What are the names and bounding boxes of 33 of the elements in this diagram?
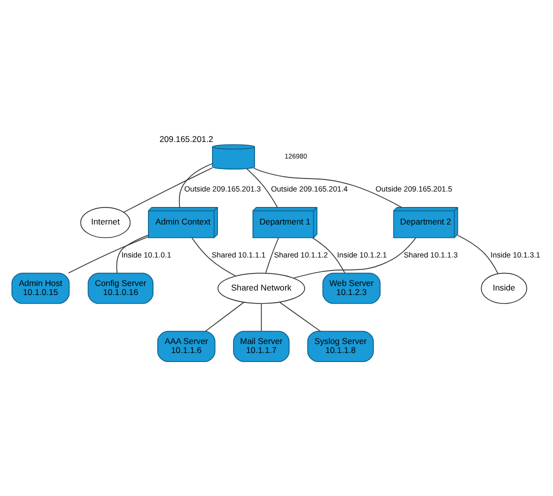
edge-label: Shared 10.1.1.1: [212, 250, 266, 259]
edge-label: Inside 10.1.3.1: [490, 250, 540, 259]
node-box: Syslog Server 10.1.1.8: [307, 330, 374, 362]
node-ellipse: Shared Network: [218, 272, 306, 304]
connector: [265, 236, 279, 273]
connector: [68, 236, 149, 273]
connector: [205, 301, 244, 332]
node-box: AAA Server 10.1.1.6: [157, 330, 216, 362]
connector: [123, 166, 213, 212]
connector: [293, 237, 416, 278]
connector: [253, 167, 402, 208]
node-box: Mail Server 10.1.1.7: [233, 330, 290, 362]
node-ellipse: Internet: [80, 206, 131, 238]
edge-label: Outside 209.165.201.5: [376, 184, 452, 194]
connector: [260, 302, 262, 331]
edge-label: Shared 10.1.1.3: [404, 250, 458, 259]
connector: [192, 237, 236, 276]
edge-label: Outside 209.165.201.4: [271, 184, 348, 194]
connector: [116, 234, 149, 273]
edge-label: Inside 10.1.2.1: [337, 250, 387, 259]
connector: [312, 236, 346, 273]
node-ellipse: Inside: [480, 272, 528, 304]
connector: [178, 162, 213, 207]
edge-label: Outside 209.165.201.3: [184, 184, 261, 194]
edge-label: Shared 10.1.1.2: [274, 250, 328, 259]
node-label: 209.165.201.2: [159, 134, 214, 144]
edge-label: Inside 10.1.0.1: [121, 250, 172, 259]
connector: [457, 234, 498, 274]
connector: [279, 301, 321, 332]
connector: [246, 168, 278, 208]
node-box: Admin Host 10.1.0.15: [11, 272, 70, 304]
node-box: Web Server 10.1.2.3: [322, 272, 381, 304]
node-box: Config Server 10.1.0.16: [88, 272, 154, 304]
